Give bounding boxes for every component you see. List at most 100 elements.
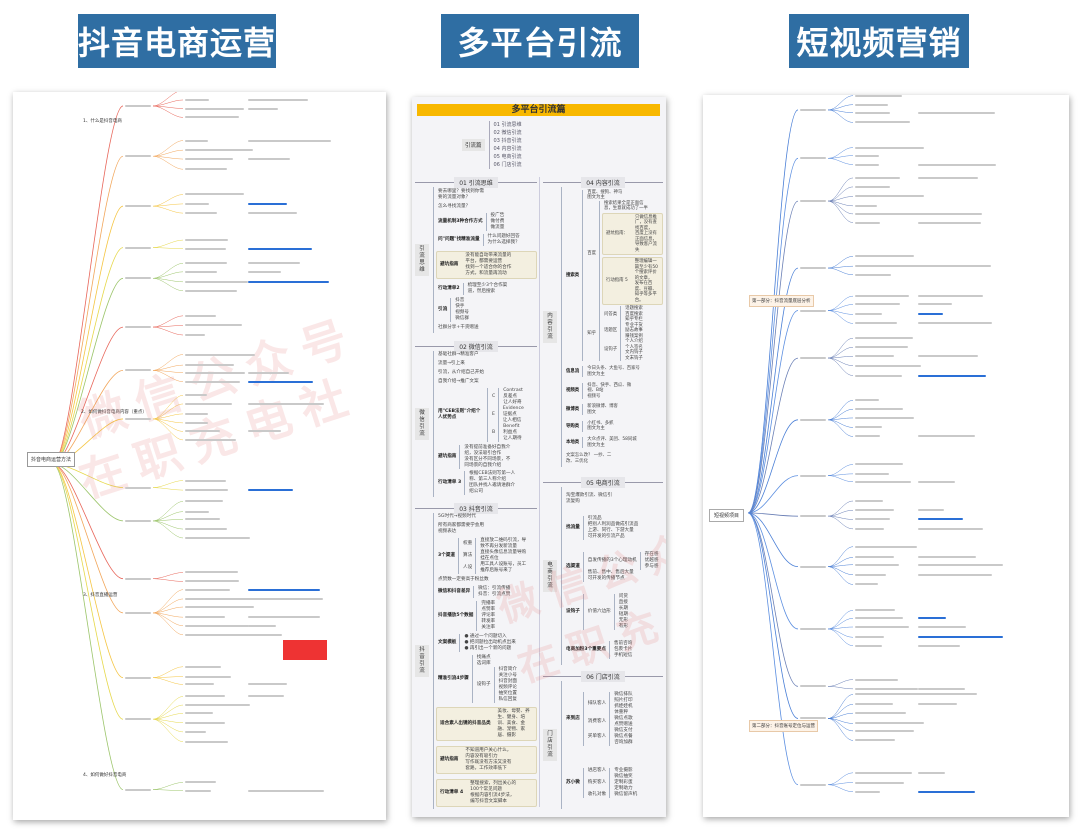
text-line-placeholder	[800, 565, 826, 568]
sub-branch-line	[152, 403, 184, 420]
text-line-placeholder	[800, 200, 826, 203]
text-line-placeholder	[855, 111, 891, 114]
node-children: 排队客人微信排队照片打印抓娃娃机体重秤消费客人微信点歌点赞赠送买单客人微信支付微…	[582, 692, 635, 746]
sub-branch-line	[827, 686, 854, 690]
tip-box: 避坑指南不知道用户关心什么，内容没有吸引力写作既没有方法又没有套路，工作效率低下	[436, 745, 537, 774]
sub-branch-line	[152, 370, 184, 382]
node-children: 大众点评、美团、58同城图文为主	[582, 437, 639, 449]
branch-label: 3、抖音直播运营	[83, 593, 118, 598]
node-label: 5G时代→视频时代	[438, 514, 476, 520]
sub-branch-line	[152, 155, 184, 170]
text-line-placeholder	[855, 273, 891, 276]
mindmap-node: 收礼对象微信留声机	[586, 792, 639, 798]
node-label: 百度上没有正面信息，导致客户流失	[634, 231, 657, 253]
branch-line	[52, 205, 124, 465]
text-line-placeholder	[918, 527, 984, 530]
node-label: 售前咨询	[613, 641, 633, 647]
text-line-placeholder	[855, 472, 890, 475]
node-label: 引流品	[587, 516, 602, 522]
node-label: 做流量	[490, 225, 505, 231]
node-label: 避坑指南	[440, 261, 459, 267]
node-label: 导购类	[566, 423, 580, 429]
node-label: 买单客人	[587, 734, 607, 739]
text-line-placeholder	[800, 309, 826, 312]
text-line-placeholder	[918, 636, 1003, 639]
text-line-placeholder	[855, 346, 908, 349]
mindmap-node: 流量→引上来	[436, 361, 537, 367]
mindmap-node: 转发率	[479, 619, 497, 625]
node-label: 包裹卡片	[613, 647, 633, 653]
mindmap-node: 引流抖音快手视频号微信群	[436, 298, 537, 323]
node-label: 自发传播的3个心理动机	[587, 557, 637, 563]
sub-branch-line	[827, 546, 854, 567]
node-children: 整理编辑一篇至少有50个搜索评价的文章，发布在百度、豆瓣、知乎等多平台。	[631, 259, 661, 303]
text-line-placeholder	[855, 703, 893, 706]
text-line-placeholder	[125, 246, 151, 249]
text-line-placeholder	[918, 221, 982, 224]
sub-branch-line	[827, 408, 854, 421]
text-line-placeholder	[918, 163, 997, 166]
node-label: 直接放二维码引流，导致不再分发新流量	[480, 538, 527, 550]
branch-line	[52, 463, 124, 580]
node-label: 把别人利润品做成引流品	[587, 522, 639, 528]
text-line-placeholder	[248, 158, 290, 161]
mindmap-node: 直接头像信息流量导购挂在点位	[478, 550, 528, 562]
node-label: 微信排队	[614, 692, 633, 697]
mindmap-node: 知乎专栏	[623, 317, 645, 323]
text-line-placeholder	[125, 577, 151, 580]
text-line-placeholder	[800, 783, 826, 786]
branch-line	[52, 326, 124, 465]
mindmap-node: 评论率	[479, 613, 497, 619]
mindmap-node: 苏小微进店客人专业摄影购买客人微信抽奖定制彩蛋定制助力收礼对象微信留声机	[564, 768, 663, 798]
text-line-placeholder	[855, 480, 912, 483]
mindmap-node: 价值六边形问货直接长期短期无形有形	[586, 593, 630, 630]
text-line-placeholder	[248, 270, 281, 273]
branch-line	[52, 463, 124, 791]
sub-branch-line	[152, 364, 184, 371]
text-line-placeholder	[185, 262, 227, 265]
node-label: 投广告	[490, 213, 505, 219]
sub-branch-line	[152, 572, 184, 579]
text-line-placeholder	[918, 176, 978, 179]
sub-branch-line	[827, 679, 854, 687]
mindmap-node: ● 通过一个问题切入	[462, 634, 517, 640]
node-label: 反差点	[503, 393, 518, 399]
mindmap-node: 导购类小红书、多抓图文为主	[564, 420, 663, 432]
sub-branch-line	[152, 395, 184, 420]
node-label: 微信和抖音差异	[438, 589, 471, 595]
text-line-placeholder	[185, 665, 221, 668]
node-label: 引流	[438, 307, 448, 313]
mindmap-root: 短视频项目	[709, 509, 745, 522]
mindmap-node: 来到店排队客人微信排队照片打印抓娃娃机体重秤消费客人微信点歌点赞赠送买单客人微信…	[564, 692, 663, 746]
text-line-placeholder	[248, 402, 324, 405]
mindmap-node: 引流，从介绍自己开始	[436, 370, 537, 376]
text-line-placeholder	[125, 676, 151, 679]
node-label: 抖音	[455, 298, 465, 304]
text-line-placeholder	[855, 416, 914, 419]
node-children: 抖音快手视频号微信群	[450, 298, 471, 323]
node-label: 抖音、快手、西瓜、微视、B站	[587, 382, 632, 394]
section-s05: 05 电商引流电商引流淘宝爆款引流、微信引流复购找流量引流品把别人利润品做成引流…	[543, 476, 663, 667]
text-line-placeholder	[855, 509, 894, 512]
tip-box: 避坑指南：只做信息推广，没有查找百度，百度上没有正面信息，导致客户流失	[601, 212, 663, 256]
text-line-placeholder	[185, 479, 226, 482]
text-line-placeholder	[185, 412, 208, 415]
node-label: 抖音简介	[498, 666, 517, 672]
text-line-placeholder	[855, 644, 883, 647]
node-label: 个人介绍	[625, 339, 643, 345]
section-title: 02 微信引流	[454, 340, 498, 352]
text-line-placeholder	[185, 280, 248, 283]
section-title: 05 电商引流	[581, 476, 625, 488]
text-line-placeholder	[248, 139, 332, 142]
node-label: 抖音：引流点赞	[478, 592, 511, 598]
mindmap-title: 多平台引流篇	[417, 104, 660, 116]
branch-label: 4、如何做好抖音电商	[83, 773, 127, 778]
branch-line	[747, 310, 799, 514]
sub-branch-line	[152, 105, 184, 109]
text-line-placeholder	[918, 563, 1003, 566]
node-label: C	[492, 393, 496, 399]
